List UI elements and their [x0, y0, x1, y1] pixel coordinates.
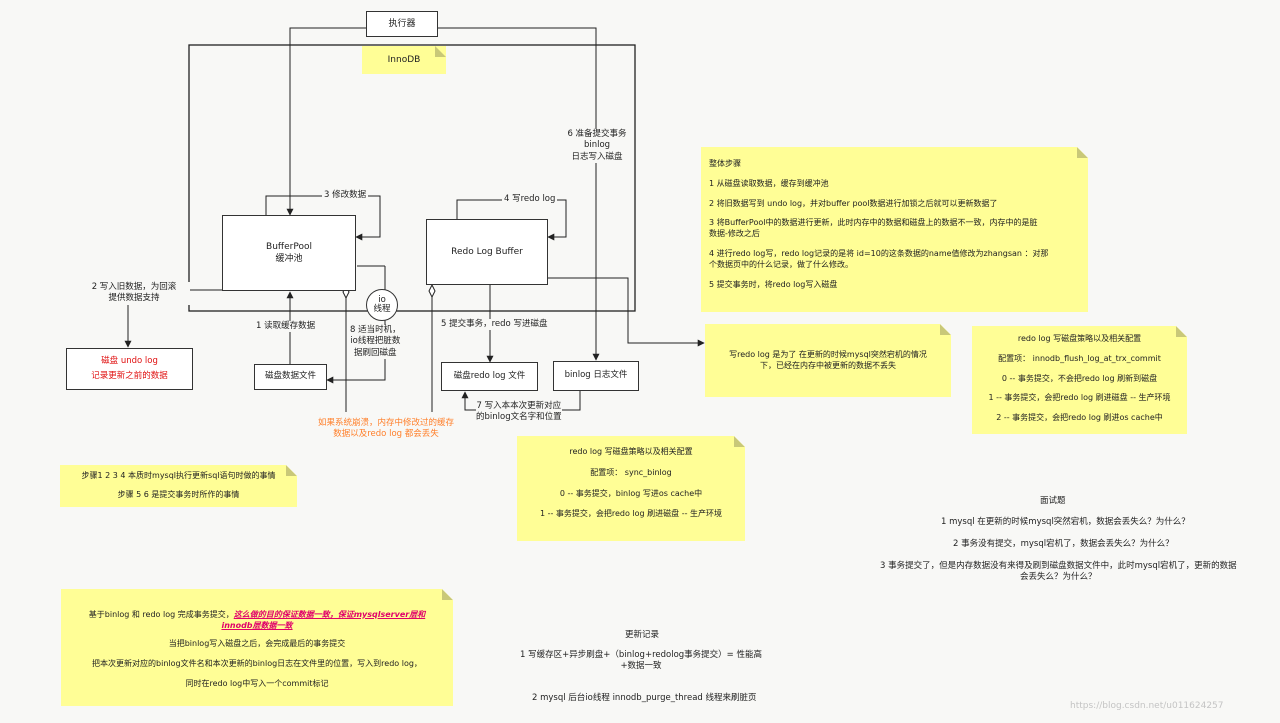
redo-policy-binlog-note: redo log 写磁盘策略以及相关配置 配置项： sync_binlog 0 … [517, 436, 745, 541]
step6-label: 6 准备提交事务 binlog 日志写入磁盘 [560, 129, 634, 164]
binlog-file-box[interactable]: binlog 日志文件 [553, 361, 639, 391]
overall-step-2: 2 将旧数据写到 undo log，并对buffer pool数据进行加锁之后就… [709, 198, 998, 208]
commit-line4: 同时在redo log中写入一个commit标记 [185, 678, 329, 688]
overall-step-5: 5 提交事务时，将redo log写入磁盘 [709, 279, 838, 289]
disk-redo-file-label: 磁盘redo log 文件 [453, 370, 526, 381]
io-thread-label: io 线程 [373, 294, 391, 314]
overall-step-4: 4 进行redo log写，redo log记录的是将 id=10的这条数据的n… [709, 248, 1049, 269]
redo-policy-innodb-item-0: 0 -- 事务提交，不会把redo log 刷新到磁盘 [1001, 373, 1158, 383]
changelog-item2: 2 mysql 后台io线程 innodb_purge_thread 线程来刷脏… [532, 693, 757, 703]
step2-label: 2 写入旧数据，为回滚 提供数据支持 [78, 282, 190, 305]
redo-policy-binlog-item-1: 1 -- 事务提交，会把redo log 刷进磁盘 -- 生产环境 [539, 509, 723, 519]
disk-data-file-box[interactable]: 磁盘数据文件 [254, 364, 327, 390]
redo-policy-innodb-item-1: 1 -- 事务提交，会把redo log 刷进磁盘 -- 生产环境 [988, 393, 1171, 403]
overall-steps-title: 整体步骤 [709, 159, 741, 168]
overall-step-1: 1 从磁盘读取数据，缓存到缓冲池 [709, 178, 829, 188]
redo-policy-innodb-title: redo log 写磁盘策略以及相关配置 [1017, 334, 1142, 343]
step3-label: 3 修改数据 [322, 190, 369, 202]
step7-label: 7 写入本本次更新对应 的binlog文名字和位置 [476, 401, 562, 424]
redo-policy-innodb-item-2: 2 -- 事务提交，会把redo log 刷进os cache中 [996, 413, 1163, 423]
executor-box[interactable]: 执行器 [366, 11, 438, 37]
interview-q3: 3 事务提交了，但是内存数据没有来得及刷到磁盘数据文件中，此时mysql宕机了，… [880, 561, 1237, 583]
changelog-title: 更新记录 [625, 630, 660, 640]
interview-title: 面试题 [1040, 496, 1066, 506]
steps-summary-line2: 步骤 5 6 是提交事务时所作的事情 [117, 489, 240, 499]
buffer-pool-box[interactable]: BufferPool 缓冲池 [222, 215, 356, 291]
undo-log-box[interactable]: 磁盘 undo log 记录更新之前的数据 [66, 348, 193, 390]
executor-label: 执行器 [388, 18, 416, 29]
undo-log-desc: 记录更新之前的数据 [91, 371, 168, 381]
commit-line3: 把本次更新对应的binlog文件名和本次更新的binlog日志在文件里的位置，写… [92, 659, 422, 669]
disk-data-file-label: 磁盘数据文件 [264, 371, 316, 382]
csdn-watermark: https://blog.csdn.net/u011624257 [1070, 701, 1224, 711]
redo-policy-binlog-title: redo log 写磁盘策略以及相关配置 [569, 447, 693, 456]
innodb-text: InnoDB [387, 55, 421, 65]
step1-label: 1 读取缓存数据 [256, 321, 316, 333]
redo-policy-innodb-config: 配置项： innodb_flush_log_at_trx_commit [998, 353, 1161, 363]
commit-line2: 当把binlog写入磁盘之后，会完成最后的事务提交 [168, 639, 346, 649]
commit-explanation-note: 基于binlog 和 redo log 完成事务提交，这么做的目的保证数据一致，… [61, 589, 453, 706]
redo-policy-innodb-note: redo log 写磁盘策略以及相关配置 配置项： innodb_flush_l… [972, 326, 1187, 434]
step5-label: 5 提交事务，redo 写进磁盘 [441, 319, 548, 331]
redo-purpose-text: 写redo log 是为了 在更新的时候mysql突然宕机的情况 下，已经在内存… [729, 349, 927, 370]
overall-steps-note: 整体步骤 1 从磁盘读取数据，缓存到缓冲池 2 将旧数据写到 undo log，… [701, 147, 1088, 312]
overall-step-3: 3 将BufferPool中的数据进行更新，此时内存中的数据和磁盘上的数据不一致… [709, 218, 1038, 239]
commit-line1-highlight: 这么做的目的保证数据一致，保证mysqlserver层和 innodb层数据一致 [221, 609, 426, 630]
interview-q1: 1 mysql 在更新的时候mysql突然宕机，数据会丢失么？为什么？ [941, 517, 1190, 527]
redo-log-buffer-box[interactable]: Redo Log Buffer [426, 219, 548, 285]
crash-warning-label: 如果系统崩溃，内存中修改过的缓存 数据以及redo log 都会丢失 [318, 418, 455, 441]
buffer-pool-label: BufferPool 缓冲池 [266, 241, 312, 264]
changelog-item1: 1 写缓存区+异步刷盘+（binlog+redolog事务提交）= 性能高 +数… [520, 650, 762, 672]
redo-policy-binlog-item-0: 0 -- 事务提交，binlog 写进os cache中 [559, 488, 703, 498]
binlog-file-label: binlog 日志文件 [564, 370, 628, 381]
redo-policy-binlog-config: 配置项： sync_binlog [590, 467, 672, 477]
step4-label: 4 写redo log [502, 194, 558, 206]
steps-summary-note: 步骤1 2 3 4 本质时mysql执行更新sql语句时做的事情 步骤 5 6 … [60, 465, 297, 507]
innodb-label: InnoDB [362, 46, 446, 74]
commit-line1-prefix: 基于binlog 和 redo log 完成事务提交， [88, 609, 234, 619]
commit-line1: 基于binlog 和 redo log 完成事务提交，这么做的目的保证数据一致，… [67, 599, 447, 631]
undo-log-title: 磁盘 undo log [101, 355, 158, 366]
interview-q2: 2 事务没有提交，mysql宕机了，数据会丢失么？为什么？ [953, 539, 1174, 549]
redo-log-buffer-label: Redo Log Buffer [451, 246, 523, 257]
step8-label: 8 适当时机， io线程把脏数 据刷回磁盘 [350, 325, 401, 360]
io-thread-circle[interactable]: io 线程 [366, 289, 398, 321]
redo-purpose-note: 写redo log 是为了 在更新的时候mysql突然宕机的情况 下，已经在内存… [705, 324, 951, 397]
steps-summary-line1: 步骤1 2 3 4 本质时mysql执行更新sql语句时做的事情 [81, 471, 276, 480]
disk-redo-file-box[interactable]: 磁盘redo log 文件 [441, 362, 538, 391]
innodb-container [188, 44, 636, 312]
